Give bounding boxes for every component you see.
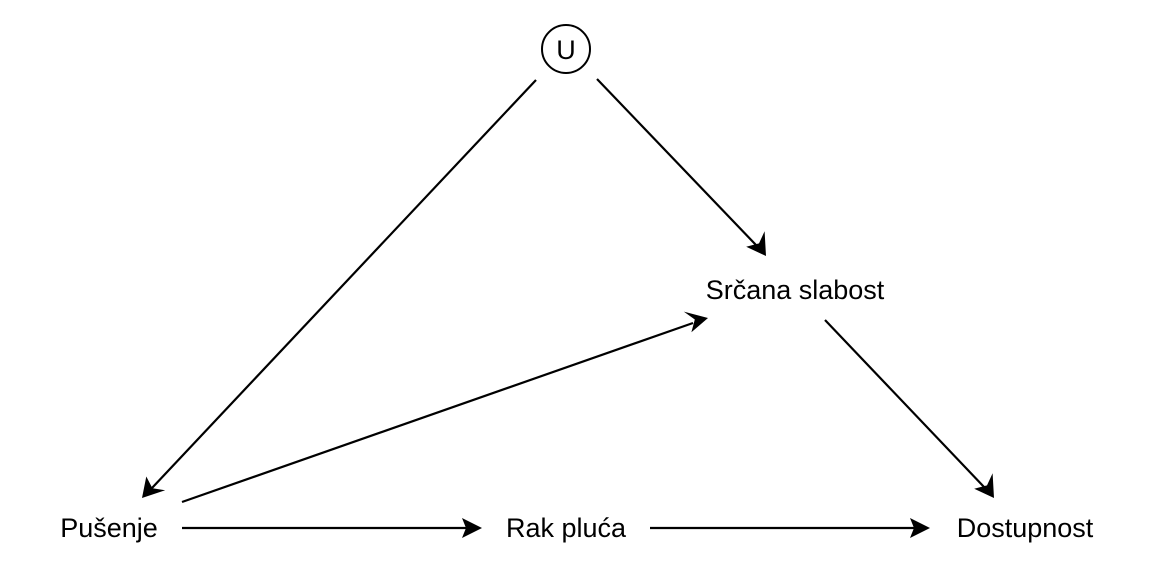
arrowhead bbox=[910, 518, 930, 538]
arrowhead bbox=[142, 476, 166, 498]
latent-node-circle bbox=[541, 24, 591, 74]
arrowhead bbox=[462, 518, 482, 538]
node-rak-pluca-label: Rak pluća bbox=[506, 513, 627, 543]
edge-u-to-srcana-slabost bbox=[596, 78, 766, 256]
arrowhead bbox=[746, 231, 766, 256]
edge-pusenje-to-srcana-slabost bbox=[181, 311, 708, 504]
node-u: U bbox=[541, 24, 591, 74]
arrowhead bbox=[974, 473, 994, 498]
node-rak-pluca: Rak pluća bbox=[506, 513, 627, 543]
edge-pusenje-to-rak-pluca bbox=[182, 518, 482, 538]
node-pusenje: Pušenje bbox=[60, 513, 158, 543]
node-srcana-slabost: Srčana slabost bbox=[706, 275, 885, 305]
edge-rak-pluca-to-dostupnost bbox=[650, 518, 930, 538]
node-dostupnost: Dostupnost bbox=[957, 513, 1094, 543]
node-srcana-slabost-label: Srčana slabost bbox=[706, 275, 885, 305]
node-pusenje-label: Pušenje bbox=[60, 513, 158, 543]
node-u-label: U bbox=[556, 35, 576, 65]
arrowhead bbox=[683, 311, 708, 333]
node-dostupnost-label: Dostupnost bbox=[957, 513, 1094, 543]
edge-u-to-pusenje bbox=[142, 79, 537, 498]
edge-srcana-slabost-to-dostupnost bbox=[824, 319, 994, 498]
